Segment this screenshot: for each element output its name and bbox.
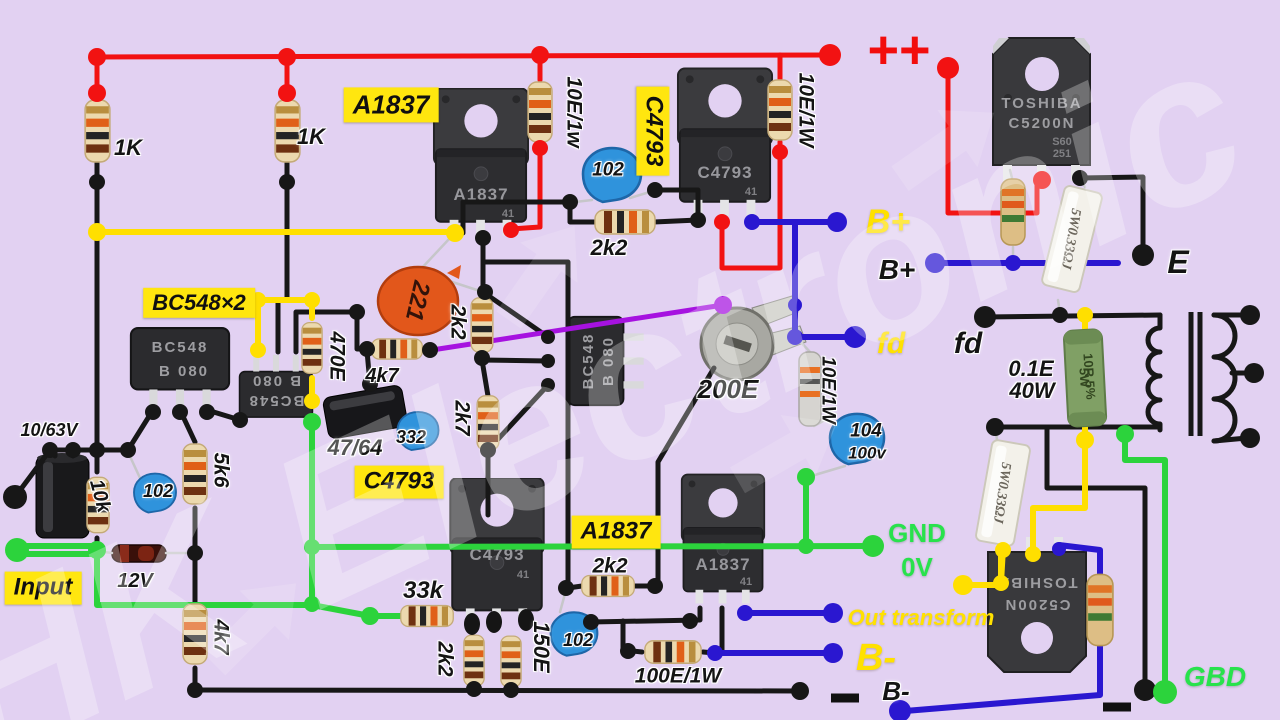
- transistor-c4793-bottom: C4793 41: [449, 478, 545, 624]
- wires-yellow: [94, 229, 1088, 588]
- bc548-marking2: B 080: [159, 363, 209, 380]
- wire-black-fd-to-transformer: [982, 312, 1163, 320]
- resistor-emitter-bottom: [1086, 573, 1114, 647]
- green-resistor-marking-1: 10R 5%: [1080, 353, 1098, 401]
- wire-blue-fd: [792, 219, 858, 340]
- wire-black-102-to-a1837: [588, 605, 703, 625]
- transistor-a1837-top: A1837 41: [432, 88, 530, 236]
- resistor-5k6: [182, 443, 208, 505]
- transistor-bc548-2: BC548 B 080: [238, 354, 314, 418]
- resistor-emitter-top: [1000, 178, 1026, 246]
- wire-green-vertical: [309, 419, 405, 619]
- transistor-bc548-3: BC548 B 080: [567, 315, 645, 407]
- transistor-bc548-1: BC548 B 080: [129, 327, 231, 413]
- resistor-33k: [400, 604, 454, 628]
- resistor-1k-b: [274, 99, 301, 163]
- resistor-10k: [86, 476, 110, 534]
- resistor-1k-a: [84, 99, 111, 163]
- transistor-grade-marking: 41: [502, 208, 514, 220]
- wire-black-to-bottom-terminal: [1044, 424, 1148, 693]
- wire-red-to-c5200n: [945, 65, 1040, 216]
- junction-dots-black: [3, 170, 1264, 701]
- resistor-150e: [500, 635, 522, 688]
- wire-black-emitter-e: [1077, 174, 1146, 256]
- wire-blue-out-transform: [742, 605, 836, 616]
- resistor-10e-2: [767, 79, 793, 141]
- bc548-marking: BC548: [248, 392, 305, 409]
- capacitor-104: [828, 412, 886, 466]
- resistor-2k2-top: [594, 209, 656, 235]
- toshiba-marking: TOSHIBA: [1001, 95, 1082, 112]
- c5200n-marking: C5200N: [1008, 115, 1075, 132]
- capacitor-102-left: [133, 472, 177, 514]
- capacitor-10-63v: [35, 453, 90, 539]
- bc548-marking2: B 080: [600, 336, 617, 386]
- wire-black-long-vertical: [480, 259, 585, 591]
- transistor-c4793-top: C4793 41: [676, 67, 774, 217]
- zener-diode-12v: [111, 544, 167, 563]
- wire-red-to-a1837-collector: [508, 143, 543, 232]
- junction-dots-purple: [714, 296, 732, 314]
- bc548-marking: BC548: [580, 333, 597, 390]
- transformer: [1145, 312, 1253, 444]
- wires-green: [12, 419, 1168, 695]
- junction-dots-yellow: [88, 223, 1094, 595]
- resistor-4k7-b: [182, 603, 208, 665]
- junction-dots-green: [5, 413, 1177, 704]
- c5200n-marking: C5200N: [1003, 596, 1070, 613]
- wire-yellow-bc548-cluster: [255, 297, 315, 407]
- junction-dots-blue: [707, 212, 1066, 720]
- wire-green-gnd-rail: [309, 543, 876, 550]
- bc548-marking: BC548: [152, 339, 209, 356]
- resistor-4k7-a: [371, 338, 423, 360]
- wire-green-gbd: [1122, 432, 1168, 695]
- lot-marking: 251: [1053, 148, 1071, 160]
- capacitor-221: 221: [376, 265, 461, 337]
- wire-red-to-c4793-collector: [719, 139, 783, 271]
- wire-green-input-run: [94, 547, 315, 608]
- green-resistor-marking-2: 5W: [1076, 367, 1092, 388]
- resistor-2k2-mid: [470, 297, 494, 353]
- s60-marking: S60: [1052, 136, 1072, 148]
- resistor-100e: [644, 640, 702, 664]
- transistor-a1837-top-marking: A1837: [453, 185, 508, 204]
- resistor-10r-green: [1063, 328, 1108, 428]
- solder-blobs: [464, 609, 534, 635]
- trimmer-pot-200e: [699, 295, 807, 382]
- resistor-2k2-v: [463, 634, 485, 687]
- toshiba-marking: TOSHIBA: [996, 574, 1077, 591]
- resistor-2k2-h: [581, 574, 635, 598]
- junction-dots-red: [88, 44, 1051, 238]
- resistor-10e-gray: [798, 351, 822, 427]
- wire-black-to-bc548-2: [275, 159, 290, 355]
- capacitor-47-64: [322, 385, 408, 439]
- wire-black-bottom-rail: [192, 687, 803, 694]
- transistor-c5200n-bottom: C5200N TOSHIBA: [987, 537, 1087, 673]
- resistor-10e-1: [527, 81, 553, 143]
- transistor-grade-marking: 41: [740, 576, 752, 588]
- bc548-marking2: B 080: [251, 372, 301, 389]
- transistor-c5200n-top: TOSHIBA C5200N S60 251: [992, 37, 1091, 181]
- transistor-c4793-top-marking: C4793: [697, 163, 752, 182]
- transistor-c4793-bottom-marking: C4793: [469, 545, 524, 564]
- wires-red: [94, 52, 1040, 271]
- capacitor-332: [396, 410, 440, 452]
- resistor-470e: [301, 321, 323, 375]
- transistor-grade-marking: 41: [517, 569, 529, 581]
- transistor-a1837-bottom: A1837 41: [680, 473, 766, 605]
- transistor-grade-marking: 41: [745, 186, 757, 198]
- capacitor-102-top: [581, 146, 643, 204]
- wire-black-node-b: [479, 349, 551, 399]
- transistor-a1837-bottom-marking: A1837: [695, 555, 750, 574]
- wire-green-input-pair: [12, 543, 100, 557]
